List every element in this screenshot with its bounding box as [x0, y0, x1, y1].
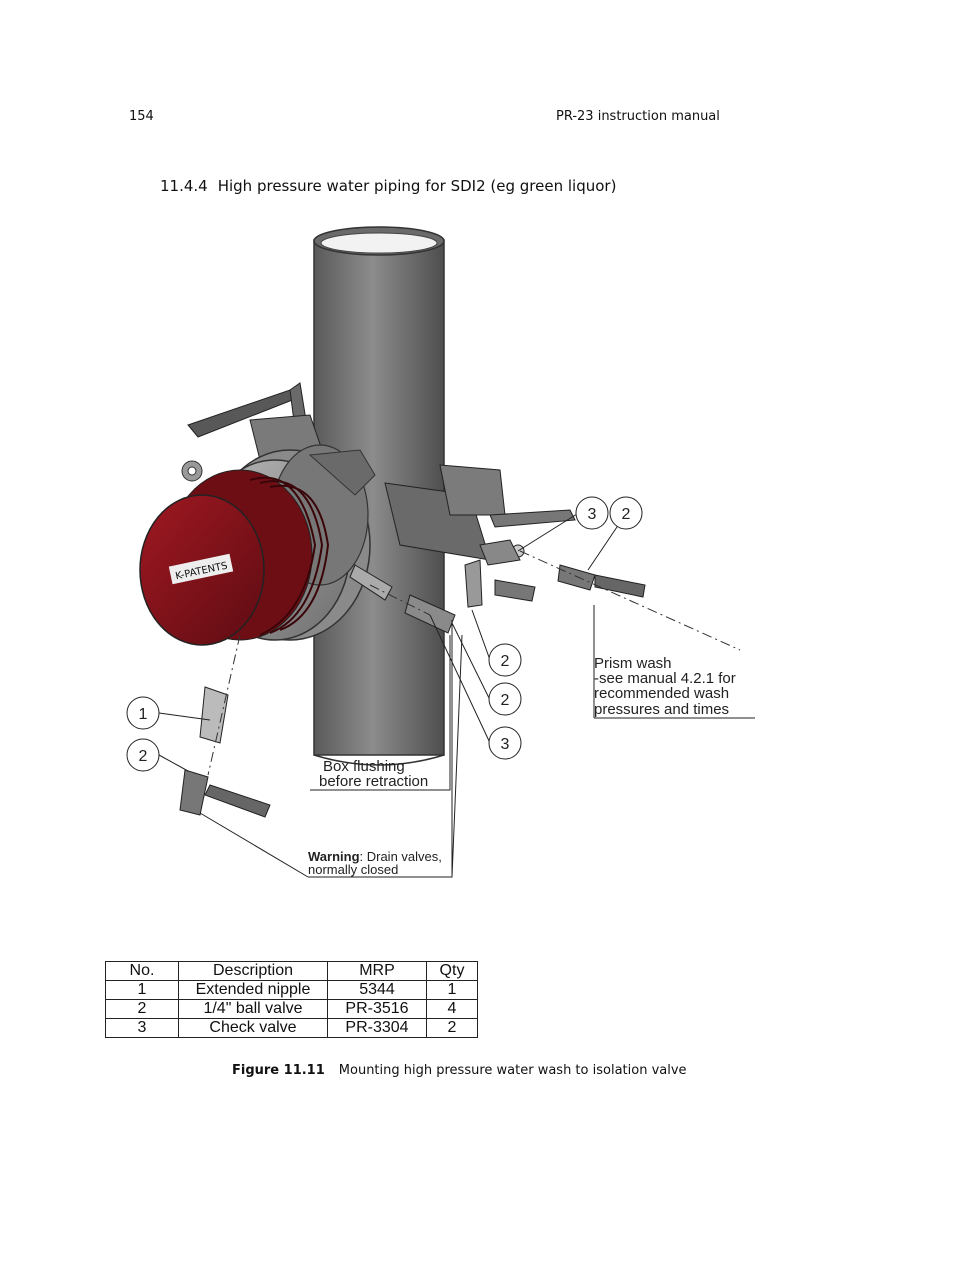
warning-label: Warning	[308, 849, 360, 864]
svg-text:Warning: Drain valves,: Warning: Drain valves,	[308, 849, 442, 864]
figure-caption-text: Mounting high pressure water wash to iso…	[338, 1063, 687, 1078]
page-number: 154	[129, 109, 154, 124]
cell-description: 1/4" ball valve	[178, 999, 328, 1019]
leader-lines	[158, 513, 755, 878]
balloon-2-left: 2	[126, 738, 160, 772]
cell-qty: 4	[426, 999, 478, 1019]
isolation-valves	[179, 564, 646, 818]
warning-line2: normally closed	[308, 862, 398, 877]
header-mrp: MRP	[327, 961, 427, 981]
balloon-1-label: 1	[139, 706, 148, 723]
section-heading: 11.4.4 High pressure water piping for SDI…	[160, 177, 616, 195]
balloon-2-mid-a: 2	[488, 643, 522, 677]
header-no: No.	[105, 961, 179, 981]
cell-no: 1	[105, 980, 179, 1000]
box-flushing-line2: before retraction	[319, 773, 428, 790]
prism-wash-line1: Prism wash	[594, 655, 672, 672]
figure-caption-label: Figure 11.11	[232, 1063, 325, 1078]
header-description: Description	[178, 961, 328, 981]
box-flushing-line1: Box flushing	[323, 758, 405, 775]
balloon-2-top: 2	[609, 496, 643, 530]
prism-wash-line4: pressures and times	[594, 701, 729, 718]
cell-description: Extended nipple	[178, 980, 328, 1000]
mounting-illustration: K-PATENTS	[126, 226, 755, 878]
prism-wash-box	[384, 464, 576, 608]
prism-wash-line3: recommended wash	[594, 685, 729, 702]
balloon-3-mid: 3	[488, 726, 522, 760]
cell-mrp: 5344	[327, 980, 427, 1000]
table-row: 2 1/4" ball valve PR-3516 4	[105, 999, 478, 1019]
mounting-figure: K-PATENTS	[100, 215, 780, 905]
cell-qty: 1	[426, 980, 478, 1000]
cell-no: 2	[105, 999, 179, 1019]
cell-description: Check valve	[178, 1018, 328, 1038]
balloon-3-top: 3	[575, 496, 609, 530]
table-row: 1 Extended nipple 5344 1	[105, 980, 478, 1000]
balloon-2-mid-b-label: 2	[501, 692, 510, 709]
table-row: 3 Check valve PR-3304 2	[105, 1018, 478, 1038]
header-qty: Qty	[426, 961, 478, 981]
warning-text: : Drain valves,	[360, 849, 442, 864]
balloon-2-mid-b: 2	[488, 682, 522, 716]
mounting-bracket	[187, 382, 323, 461]
balloon-2-left-label: 2	[139, 748, 148, 765]
sensor-head: K-PATENTS	[139, 469, 330, 646]
section-title: High pressure water piping for SDI2 (eg …	[217, 177, 617, 195]
cell-mrp: PR-3516	[327, 999, 427, 1019]
cell-qty: 2	[426, 1018, 478, 1038]
balloon-3-mid-label: 3	[501, 736, 510, 753]
balloon-3-top-label: 3	[588, 506, 597, 523]
warning-callout: Warning: Drain valves, normally closed	[308, 849, 442, 877]
balloon-2-top-label: 2	[622, 506, 631, 523]
figure-caption: Figure 11.11 Mounting high pressure water…	[232, 1063, 687, 1078]
section-number: 11.4.4	[160, 177, 208, 195]
parts-table: No. Description MRP Qty 1 Extended nippl…	[105, 961, 478, 1038]
running-header: PR-23 instruction manual	[556, 109, 720, 124]
parts-table-header-row: No. Description MRP Qty	[105, 961, 478, 981]
exploded-axis-lines	[207, 550, 741, 776]
box-flushing-callout: Box flushing before retraction	[319, 758, 428, 790]
cell-no: 3	[105, 1018, 179, 1038]
cell-mrp: PR-3304	[327, 1018, 427, 1038]
balloon-1: 1	[126, 696, 160, 730]
prism-wash-callout: Prism wash -see manual 4.2.1 for recomme…	[594, 655, 736, 718]
prism-wash-line2: -see manual 4.2.1 for	[594, 670, 736, 687]
balloon-2-mid-a-label: 2	[501, 653, 510, 670]
